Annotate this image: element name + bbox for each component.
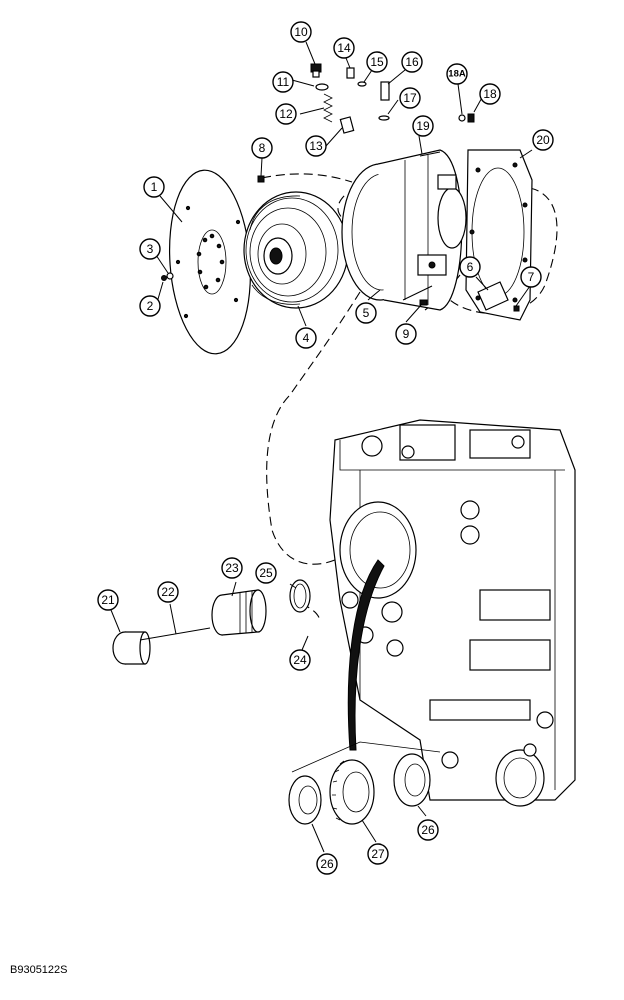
leader-lines <box>110 41 533 853</box>
torque-converter-drawing <box>243 191 349 309</box>
callout-10: 10 <box>290 21 312 43</box>
callout-3-label: 3 <box>147 242 154 256</box>
transmission-case-drawing <box>329 419 576 807</box>
converter-housing-drawing <box>341 149 467 311</box>
callout-17: 17 <box>399 87 421 109</box>
bearings-gear-drawing <box>288 753 431 825</box>
callout-22-label: 22 <box>161 585 175 599</box>
callout-12-label: 12 <box>279 107 293 121</box>
callout-19: 19 <box>412 115 434 137</box>
callout-4-label: 4 <box>303 331 310 345</box>
callout-18a: 18A <box>446 63 468 85</box>
flywheel-plate-drawing <box>168 169 252 355</box>
bracket-line <box>291 741 441 773</box>
callout-24-label: 24 <box>293 653 307 667</box>
callout-12: 12 <box>275 103 297 125</box>
small-parts-top <box>161 63 520 312</box>
callout-25: 25 <box>255 562 277 584</box>
callout-18-label: 18 <box>483 87 497 101</box>
callout-6-label: 6 <box>467 260 474 274</box>
callout-11: 11 <box>272 71 294 93</box>
callout-24: 24 <box>289 649 311 671</box>
callout-26-left: 26 <box>316 853 338 875</box>
callout-17-label: 17 <box>403 91 417 105</box>
callout-14-label: 14 <box>337 41 351 55</box>
callout-16: 16 <box>401 51 423 73</box>
callout-4: 4 <box>295 327 317 349</box>
callout-15-label: 15 <box>370 55 384 69</box>
callout-27: 27 <box>367 843 389 865</box>
callout-26-right-label: 26 <box>421 823 435 837</box>
callout-21: 21 <box>97 589 119 611</box>
callout-26-left-label: 26 <box>320 857 334 871</box>
callout-5-label: 5 <box>363 306 370 320</box>
callout-11-label: 11 <box>277 75 290 89</box>
callout-16-label: 16 <box>405 55 419 69</box>
callout-8-label: 8 <box>259 141 266 155</box>
callout-25-label: 25 <box>259 566 273 580</box>
callout-18: 18 <box>479 83 501 105</box>
figure-id: B9305122S <box>10 964 68 976</box>
callout-7: 7 <box>520 266 542 288</box>
callout-5: 5 <box>355 302 377 324</box>
callout-23-label: 23 <box>225 561 239 575</box>
callout-18a-label: 18A <box>448 69 466 80</box>
callout-10-label: 10 <box>294 25 308 39</box>
callout-2-label: 2 <box>147 299 154 313</box>
callout-6: 6 <box>459 256 481 278</box>
callout-8: 8 <box>251 137 273 159</box>
shaft-parts-drawing <box>112 579 311 665</box>
callout-22: 22 <box>157 581 179 603</box>
callouts: 1 2 3 4 5 6 7 8 9 10 11 12 13 14 15 16 1… <box>97 21 554 875</box>
callout-20: 20 <box>532 129 554 151</box>
callout-13-label: 13 <box>309 139 323 153</box>
callout-19-label: 19 <box>416 119 430 133</box>
callout-7-label: 7 <box>528 270 535 284</box>
callout-1: 1 <box>143 176 165 198</box>
callout-27-label: 27 <box>371 847 385 861</box>
callout-15: 15 <box>366 51 388 73</box>
assembly-arrow <box>347 559 385 751</box>
callout-23: 23 <box>221 557 243 579</box>
callout-9-label: 9 <box>403 327 410 341</box>
callout-9: 9 <box>395 323 417 345</box>
callout-1-label: 1 <box>151 180 158 194</box>
callout-26-right: 26 <box>417 819 439 841</box>
callout-21-label: 21 <box>101 593 115 607</box>
callout-2: 2 <box>139 295 161 317</box>
callout-3: 3 <box>139 238 161 260</box>
callout-13: 13 <box>305 135 327 157</box>
gasket-drawing <box>465 149 533 321</box>
callout-14: 14 <box>333 37 355 59</box>
callout-20-label: 20 <box>536 133 550 147</box>
